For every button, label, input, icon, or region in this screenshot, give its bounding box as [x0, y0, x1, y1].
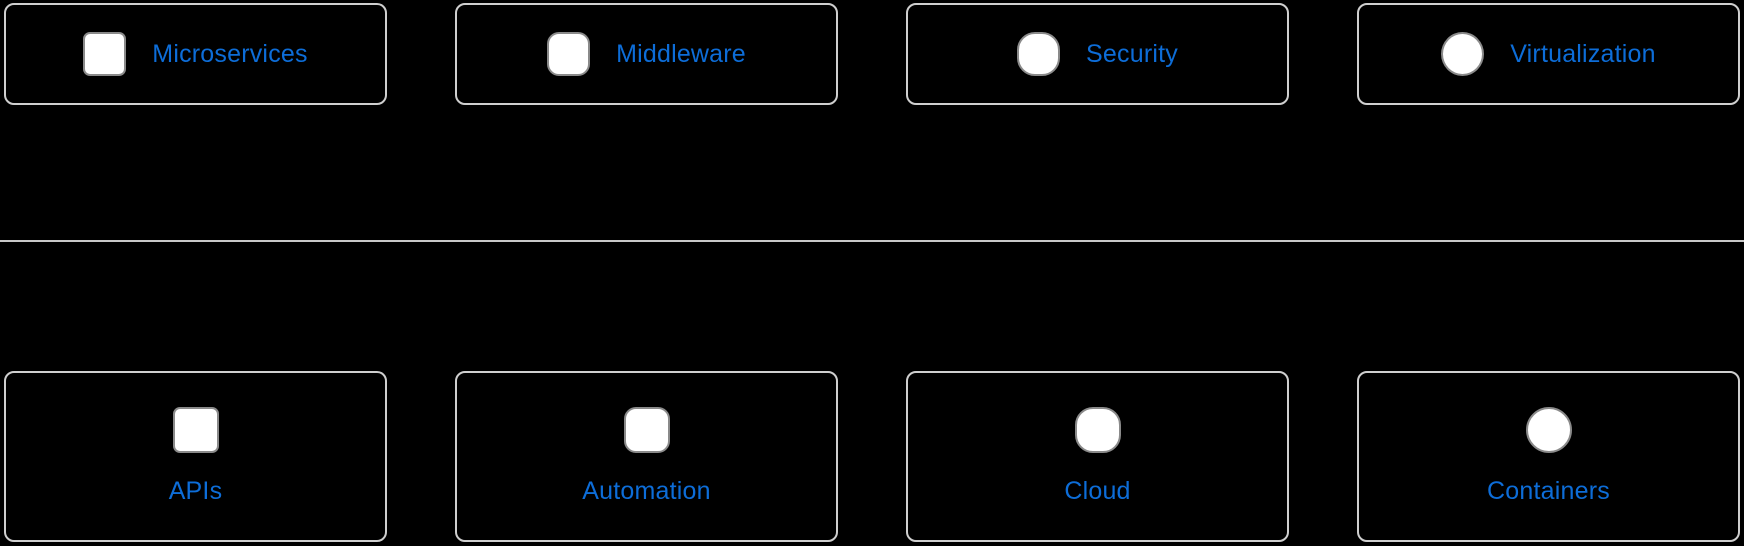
squircle-icon: [1074, 407, 1121, 453]
bottom-tile-row: APIs Automation Cloud Containers: [4, 371, 1740, 542]
tile-cloud[interactable]: Cloud: [906, 371, 1289, 542]
square-icon: [172, 407, 219, 453]
tile-label: Containers: [1487, 477, 1610, 505]
tile-label: Automation: [582, 477, 711, 505]
tile-middleware[interactable]: Middleware: [455, 3, 838, 105]
circle-icon: [1525, 407, 1572, 453]
squircle-icon: [1017, 32, 1061, 76]
tile-microservices[interactable]: Microservices: [4, 3, 387, 105]
tile-label: Microservices: [152, 39, 308, 68]
section-divider: [0, 240, 1744, 242]
square-icon: [83, 32, 127, 76]
tile-label: Security: [1086, 39, 1178, 68]
tile-containers[interactable]: Containers: [1357, 371, 1740, 542]
circle-icon: [1441, 32, 1485, 76]
rounded-square-icon: [547, 32, 591, 76]
tile-label: Cloud: [1064, 477, 1131, 505]
tile-label: Virtualization: [1510, 39, 1656, 68]
tile-security[interactable]: Security: [906, 3, 1289, 105]
tile-label: Middleware: [616, 39, 746, 68]
tile-virtualization[interactable]: Virtualization: [1357, 3, 1740, 105]
top-tile-row: Microservices Middleware Security Virtua…: [4, 3, 1740, 105]
rounded-square-icon: [623, 407, 670, 453]
tile-automation[interactable]: Automation: [455, 371, 838, 542]
tile-label: APIs: [168, 477, 223, 505]
tile-apis[interactable]: APIs: [4, 371, 387, 542]
